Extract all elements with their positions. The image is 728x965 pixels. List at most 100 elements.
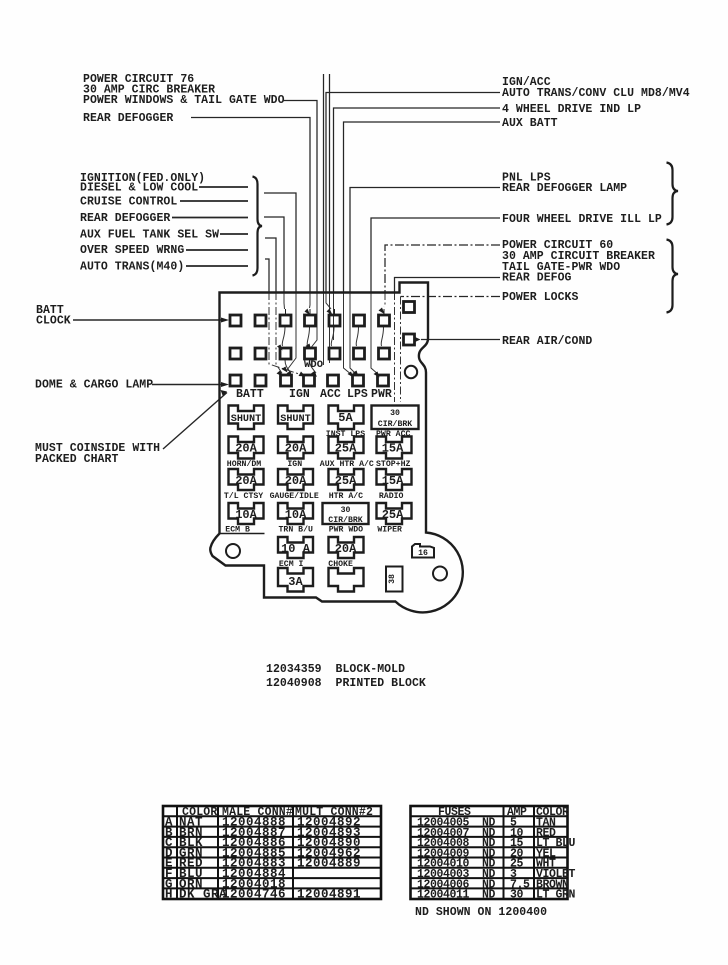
svg-text:VIOLET: VIOLET	[536, 868, 576, 881]
svg-text:12004883: 12004883	[222, 857, 286, 871]
svg-text:15A: 15A	[382, 442, 404, 456]
svg-text:DIESEL & LOW COOL: DIESEL & LOW COOL	[80, 182, 198, 195]
svg-text:30: 30	[341, 506, 351, 515]
svg-text:REAR DEFOG: REAR DEFOG	[502, 272, 572, 285]
svg-text:12004746: 12004746	[222, 888, 286, 902]
svg-text:4 WHEEL DRIVE IND LP: 4 WHEEL DRIVE IND LP	[502, 103, 641, 116]
svg-text:LT BLU: LT BLU	[536, 837, 576, 850]
svg-text:12034359 BLOCK-MOLD: 12034359 BLOCK-MOLD	[266, 663, 405, 676]
svg-text:AMP: AMP	[507, 806, 527, 819]
svg-text:ACC: ACC	[320, 388, 341, 401]
svg-text:12004884: 12004884	[222, 867, 286, 881]
svg-text:16: 16	[418, 549, 428, 558]
svg-text:DK GRA: DK GRA	[179, 888, 227, 902]
svg-text:WIPER: WIPER	[377, 526, 402, 535]
svg-text:YEL: YEL	[536, 847, 556, 860]
svg-text:3A: 3A	[288, 575, 303, 589]
svg-text:TAN: TAN	[536, 817, 556, 830]
svg-text:E: E	[165, 857, 173, 871]
svg-text:IGN/ACC: IGN/ACC	[502, 76, 551, 89]
svg-text:15: 15	[510, 837, 524, 850]
svg-text:NAT: NAT	[179, 816, 203, 830]
svg-text:PNL LPS: PNL LPS	[502, 172, 551, 185]
svg-text:BATT: BATT	[36, 304, 64, 317]
svg-text:POWER LOCKS: POWER LOCKS	[502, 291, 579, 304]
svg-text:H: H	[165, 888, 173, 902]
svg-text:12004008 ND: 12004008 ND	[417, 837, 496, 850]
svg-text:ECM I: ECM I	[279, 560, 304, 569]
svg-text:DOME & CARGO LAMP: DOME & CARGO LAMP	[35, 379, 153, 392]
svg-text:BLU: BLU	[179, 867, 203, 881]
svg-text:3: 3	[510, 868, 517, 881]
svg-text:RADIO: RADIO	[379, 492, 404, 501]
svg-text:RED: RED	[179, 857, 203, 871]
svg-text:COLOR: COLOR	[536, 806, 569, 819]
svg-text:38: 38	[388, 574, 397, 584]
svg-text:7.5: 7.5	[510, 878, 530, 891]
svg-text:20A: 20A	[235, 474, 257, 488]
svg-text:20A: 20A	[285, 474, 307, 488]
svg-text:20A: 20A	[235, 442, 257, 456]
svg-text:12004006 ND: 12004006 ND	[417, 878, 496, 891]
svg-text:30: 30	[390, 409, 400, 418]
svg-text:PACKED CHART: PACKED CHART	[35, 453, 118, 466]
svg-text:12004888: 12004888	[222, 816, 286, 830]
svg-text:HTR A/C: HTR A/C	[329, 491, 363, 501]
svg-text:BRN: BRN	[179, 826, 203, 840]
svg-text:CIR/BRK: CIR/BRK	[378, 419, 412, 429]
svg-text:GRN: GRN	[179, 846, 203, 860]
svg-text:FUSES: FUSES	[438, 806, 471, 819]
svg-text:T/L CTSY: T/L CTSY	[224, 491, 263, 501]
svg-text:20: 20	[510, 847, 524, 860]
svg-text:STOP+HZ: STOP+HZ	[376, 460, 410, 469]
svg-text:5A: 5A	[338, 411, 353, 425]
svg-text:PWR ACC: PWR ACC	[376, 430, 410, 439]
svg-text:30 AMP CIRC BREAKER: 30 AMP CIRC BREAKER	[83, 84, 215, 97]
svg-text:CIR/BRK: CIR/BRK	[328, 515, 362, 525]
svg-text:TAIL GATE-PWR WDO: TAIL GATE-PWR WDO	[502, 261, 620, 274]
svg-text:12004962: 12004962	[297, 846, 361, 860]
svg-text:15A: 15A	[382, 474, 404, 488]
svg-text:12004007 ND: 12004007 ND	[417, 827, 496, 840]
svg-text:12004009 ND: 12004009 ND	[417, 847, 496, 860]
svg-text:SHUNT: SHUNT	[280, 414, 311, 425]
svg-text:12004018: 12004018	[222, 877, 286, 891]
svg-text:REAR AIR/COND: REAR AIR/COND	[502, 335, 592, 348]
svg-text:25A: 25A	[382, 508, 404, 522]
svg-text:D: D	[165, 846, 173, 860]
svg-text:HORN/DM: HORN/DM	[227, 459, 261, 469]
svg-text:20A: 20A	[285, 442, 307, 456]
svg-text:C: C	[165, 836, 173, 850]
svg-text:COLOR: COLOR	[182, 806, 218, 819]
svg-text:12004893: 12004893	[297, 826, 361, 840]
svg-text:AUX FUEL TANK SEL SW: AUX FUEL TANK SEL SW	[80, 229, 219, 242]
svg-text:PWR WDO: PWR WDO	[329, 526, 363, 535]
svg-text:5: 5	[510, 817, 517, 830]
svg-text:25A: 25A	[335, 474, 357, 488]
svg-text:REAR DEFOGGER: REAR DEFOGGER	[80, 212, 170, 225]
svg-text:12004891: 12004891	[297, 888, 361, 902]
svg-text:AUX BATT: AUX BATT	[502, 117, 558, 130]
svg-text:AUTO TRANS(M40): AUTO TRANS(M40)	[80, 261, 184, 274]
svg-text:IGN: IGN	[289, 388, 310, 401]
svg-text:10 A: 10 A	[281, 542, 311, 556]
svg-text:A: A	[165, 816, 173, 830]
svg-text:FOUR WHEEL DRIVE ILL LP: FOUR WHEEL DRIVE ILL LP	[502, 213, 662, 226]
svg-text:MULT CONN#2: MULT CONN#2	[295, 806, 373, 819]
svg-text:12004889: 12004889	[297, 857, 361, 871]
svg-text:LPS: LPS	[347, 388, 368, 401]
svg-text:WHT: WHT	[536, 858, 556, 871]
svg-text:GAUGE/IDLE: GAUGE/IDLE	[270, 491, 319, 501]
svg-text:F: F	[165, 867, 173, 881]
svg-text:TRN B/U: TRN B/U	[279, 525, 313, 535]
svg-text:INST LPS: INST LPS	[326, 430, 365, 439]
svg-text:ND SHOWN ON 1200400: ND SHOWN ON 1200400	[415, 906, 547, 919]
svg-text:12004003 ND: 12004003 ND	[417, 868, 496, 881]
svg-text:25: 25	[510, 858, 524, 871]
svg-text:10: 10	[510, 827, 524, 840]
svg-text:SHUNT: SHUNT	[231, 414, 262, 425]
svg-text:BATT: BATT	[236, 388, 264, 401]
svg-text:CHOKE: CHOKE	[328, 560, 353, 569]
svg-text:OVER SPEED WRNG: OVER SPEED WRNG	[80, 244, 184, 257]
svg-text:BLK: BLK	[179, 836, 203, 850]
